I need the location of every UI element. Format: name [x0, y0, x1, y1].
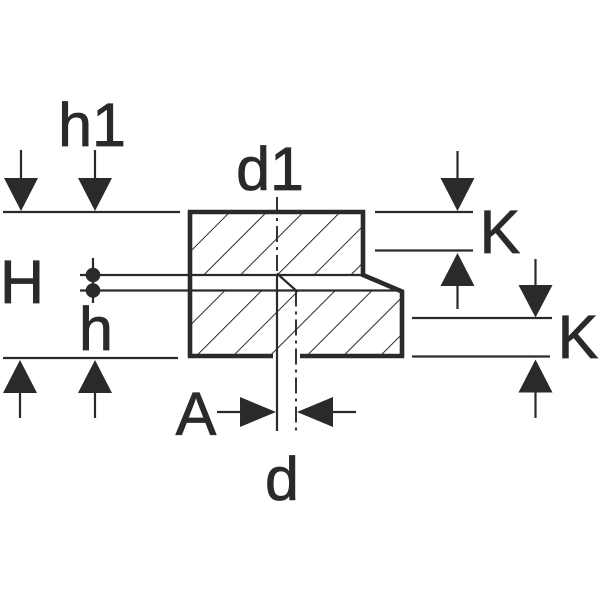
label-H: H: [0, 248, 44, 316]
h-arrow-up-left-icon: [3, 360, 37, 418]
centerline-jog: [276, 272, 297, 292]
k-lower-arrow-up-icon: [518, 359, 553, 418]
label-d: d: [265, 445, 299, 513]
k-lower-arrow-down-icon: [518, 259, 553, 318]
label-d1: d1: [236, 135, 304, 203]
lower-axis-dot-icon: [85, 283, 101, 298]
h-arrow-up-right-icon: [78, 360, 112, 418]
label-h1: h1: [58, 91, 126, 159]
label-K-upper: K: [480, 198, 521, 266]
label-K-lower: K: [558, 303, 599, 371]
h-axis-marker-dots: [85, 258, 101, 303]
label-h: h: [79, 295, 113, 363]
fitting-outline: [187, 209, 405, 359]
h1-arrow-down-left-icon: [4, 150, 38, 211]
h1-arrow-down-right-icon: [78, 150, 112, 211]
k-upper-arrow-up-icon: [440, 253, 475, 309]
k-upper-arrow-down-icon: [440, 151, 475, 211]
a-arrow-right-icon: [217, 397, 276, 427]
label-A: A: [176, 380, 217, 448]
a-arrow-left-icon: [297, 397, 356, 427]
upper-axis-dot-icon: [85, 267, 101, 283]
